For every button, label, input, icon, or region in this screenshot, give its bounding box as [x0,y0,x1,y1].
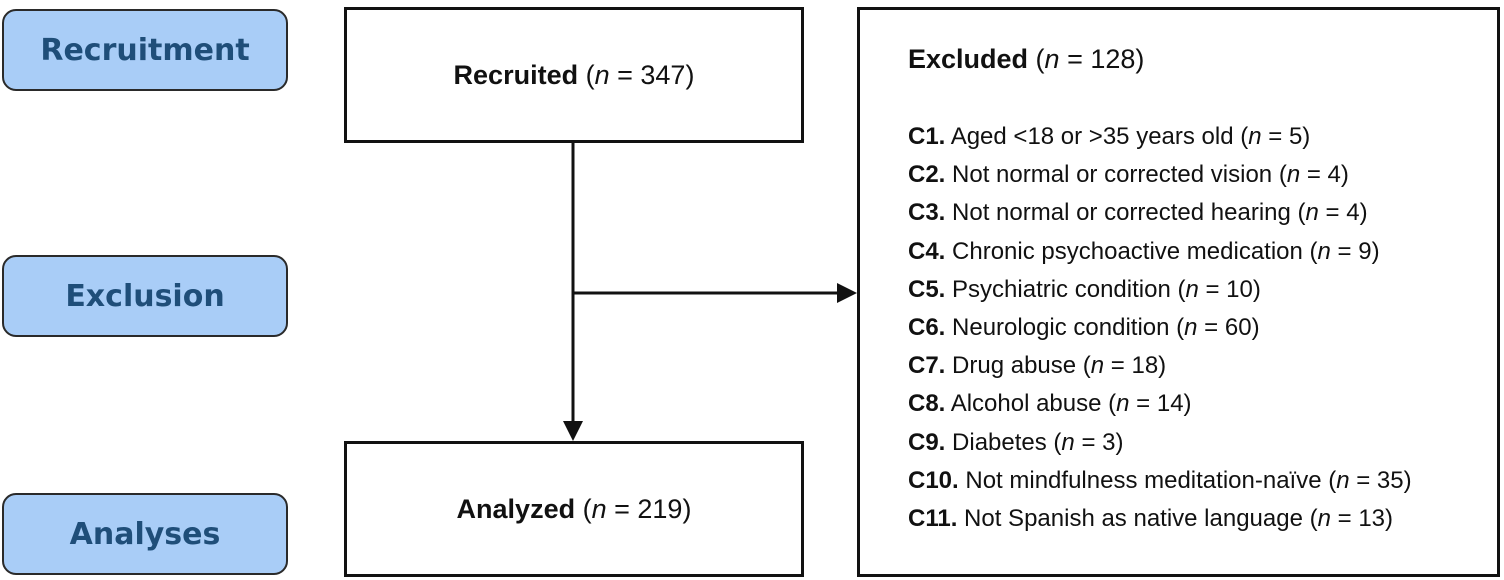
criterion-count: = 60) [1197,313,1260,341]
phase-label: Analyses [69,516,221,552]
criterion-code: C11. [908,504,958,532]
n-symbol: n [1317,237,1331,265]
criterion-code: C1. [908,123,946,150]
excluded-box: Excluded (n = 128) C1. Aged <18 or >35 y… [857,7,1500,577]
paren-open: ( [578,59,595,90]
excluded-label: Excluded [908,44,1029,74]
n-symbol: n [1317,504,1331,532]
criterion-count: = 10) [1198,275,1261,303]
phase-label: Exclusion [65,278,225,314]
criterion-text: Alcohol abuse ( [945,390,1117,418]
criterion-item: C6. Neurologic condition (n = 60) [908,309,1412,347]
criterion-text: Neurologic condition ( [945,313,1185,341]
analyzed-count: = 219) [606,493,692,524]
n-symbol: n [594,59,610,90]
recruited-box: Recruited (n = 347) [344,7,804,143]
criterion-count: = 4) [1300,161,1349,189]
n-symbol: n [1184,313,1198,341]
criterion-code: C3. [908,199,946,227]
n-symbol: n [1248,123,1262,150]
criterion-text: Not mindfulness meditation-naïve ( [958,466,1337,494]
criterion-code: C5. [908,275,946,303]
phase-analyses: Analyses [2,493,288,575]
recruited-text: Recruited (n = 347) [454,60,695,91]
criterion-code: C7. [908,352,946,380]
criterion-count: = 14) [1129,390,1192,418]
criterion-text: Diabetes ( [945,428,1062,456]
criterion-item: C7. Drug abuse (n = 18) [908,347,1412,385]
n-symbol: n [1090,352,1105,380]
criterion-item: C5. Psychiatric condition (n = 10) [908,271,1412,309]
n-symbol: n [1044,44,1060,74]
paren-open: ( [1028,44,1045,74]
criterion-count: = 9) [1330,237,1380,265]
criterion-text: Chronic psychoactive medication ( [945,237,1318,265]
criterion-count: = 3) [1074,428,1124,456]
criterion-count: = 35) [1349,466,1412,494]
phase-recruitment: Recruitment [2,9,288,91]
recruited-count: = 347) [609,59,695,90]
criterion-item: C3. Not normal or corrected hearing (n =… [908,194,1412,232]
criterion-code: C2. [908,161,946,189]
criterion-text: Not Spanish as native language ( [957,504,1318,532]
criterion-item: C2. Not normal or corrected vision (n = … [908,156,1412,194]
n-symbol: n [1185,275,1199,303]
criterion-code: C10. [908,466,959,494]
n-symbol: n [1061,428,1075,456]
criterion-text: Not normal or corrected vision ( [945,161,1287,189]
excluded-count: = 128) [1059,44,1145,74]
n-symbol: n [1116,390,1130,418]
criterion-count: = 5) [1261,123,1311,150]
criterion-count: = 18) [1104,352,1167,380]
n-symbol: n [591,493,607,524]
criterion-text: Drug abuse ( [945,352,1091,380]
criterion-text: Not normal or corrected hearing ( [945,199,1306,227]
criterion-code: C4. [908,237,946,265]
criterion-code: C9. [908,428,946,456]
phase-exclusion: Exclusion [2,255,288,337]
analyzed-label: Analyzed [456,493,576,524]
analyzed-box: Analyzed (n = 219) [344,441,804,577]
criterion-code: C6. [908,313,946,341]
arrowhead-down [563,421,583,441]
excluded-heading: Excluded (n = 128) [908,44,1144,75]
recruited-label: Recruited [453,59,579,90]
criterion-text: Psychiatric condition ( [945,275,1186,303]
n-symbol: n [1286,161,1301,189]
criterion-item: C1. Aged <18 or >35 years old (n = 5) [908,118,1412,156]
n-symbol: n [1305,199,1319,227]
criterion-item: C10. Not mindfulness meditation-naïve (n… [908,462,1412,500]
analyzed-text: Analyzed (n = 219) [457,494,692,525]
phase-label: Recruitment [40,32,250,68]
criterion-text: Aged <18 or >35 years old ( [945,123,1249,150]
criterion-item: C9. Diabetes (n = 3) [908,424,1412,462]
criterion-item: C8. Alcohol abuse (n = 14) [908,385,1412,423]
criterion-count: = 4) [1318,199,1368,227]
arrowhead-right [837,283,857,303]
paren-open: ( [575,493,592,524]
criterion-code: C8. [908,390,946,418]
criterion-count: = 13) [1330,504,1394,532]
criterion-item: C4. Chronic psychoactive medication (n =… [908,233,1412,271]
n-symbol: n [1336,466,1350,494]
exclusion-criteria-list: C1. Aged <18 or >35 years old (n = 5)C2.… [908,118,1412,538]
criterion-item: C11. Not Spanish as native language (n =… [908,500,1412,538]
